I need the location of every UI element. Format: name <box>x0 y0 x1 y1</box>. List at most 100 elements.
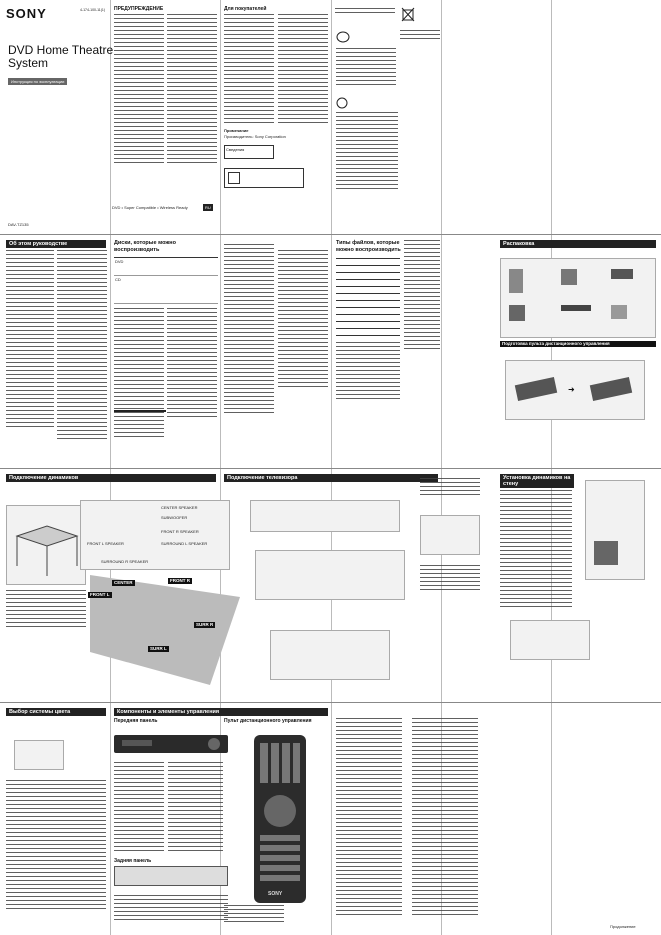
warning-heading: ПРЕДУПРЕЖДЕНИЕ <box>114 6 164 12</box>
remote-heading: Пульт дистанционного управления <box>224 718 312 724</box>
section-bar-about: Об этом руководстве <box>6 240 106 248</box>
remote-illustration <box>611 269 633 279</box>
text-block <box>336 342 400 402</box>
text-block <box>224 905 284 923</box>
jack-label: SURROUND L SPEAKER <box>161 541 208 546</box>
text-block <box>57 250 107 440</box>
disc-tray <box>122 740 152 746</box>
remote-illustration <box>514 377 558 401</box>
jack-label: FRONT L SPEAKER <box>87 541 124 546</box>
remote-brand-logo: SONY <box>268 891 283 897</box>
text-block <box>336 48 396 88</box>
speaker-stand-figure <box>6 505 86 585</box>
text-block <box>224 244 274 414</box>
discs-heading: Диски, которые можно воспроизводить <box>114 240 176 253</box>
volume-knob <box>208 738 220 750</box>
continue-indicator: Продолжение <box>610 924 636 929</box>
divider <box>0 468 661 469</box>
speaker-label-front-r: FRONT R <box>168 578 192 584</box>
warning-box: Сведения <box>224 145 274 159</box>
dpad-button[interactable] <box>264 795 296 827</box>
front-panel-heading: Передняя панель <box>114 718 158 724</box>
speaker-illustration <box>594 541 618 565</box>
text-block <box>167 308 217 418</box>
text-block <box>400 30 440 42</box>
text-block <box>6 780 106 910</box>
jack-label: FRONT R SPEAKER <box>161 529 199 534</box>
text-block <box>6 250 54 430</box>
remote-control-image: SONY <box>254 735 306 903</box>
text-block <box>167 14 217 164</box>
section-bar-install: Установка динамиков на стену <box>500 474 574 488</box>
divider <box>551 0 552 935</box>
jack-label: SUBWOOFER <box>161 515 188 520</box>
notice-title: Примечание <box>224 128 249 133</box>
text-block <box>168 762 223 852</box>
cover-title-line: DVD Home Theatre <box>8 43 114 57</box>
section-heading: Для покупателей <box>224 6 267 12</box>
remote-illustration <box>589 377 633 401</box>
accessories-figure <box>500 258 656 338</box>
divider <box>441 0 442 935</box>
divider <box>110 0 111 935</box>
table-grid <box>336 258 400 338</box>
certification-icon <box>336 30 350 43</box>
wheelie-bin-icon <box>400 6 416 22</box>
speaker-illustration <box>509 269 523 293</box>
remote-prep-bar: Подготовка пульта дистанционного управле… <box>500 341 656 347</box>
section-bar-tv: Подключение телевизора <box>224 474 438 482</box>
rear-panel-image <box>114 866 228 886</box>
notice-line: Производитель: Sony Corporation <box>224 134 286 139</box>
section-bar-components: Компоненты и элементы управления <box>114 708 328 716</box>
text-block <box>278 250 328 390</box>
text-block <box>114 895 228 920</box>
speaker-label-front-l: FRONT L <box>88 592 112 598</box>
language-tag: RU <box>203 204 213 211</box>
text-block <box>420 565 480 590</box>
text-block <box>278 14 328 124</box>
section-bar-color-system: Выбор системы цвета <box>6 708 106 716</box>
recycle-icon <box>228 172 240 184</box>
subwoofer-illustration <box>561 269 577 285</box>
certification-icon <box>336 96 348 109</box>
arrow-right-icon: ➜ <box>568 385 575 394</box>
jack-label: CENTER SPEAKER <box>161 505 198 510</box>
manual-illustration <box>611 305 627 319</box>
wall-mount-figure <box>585 480 645 580</box>
part-number: 4-174-100-11(1) <box>80 8 106 12</box>
speaker-illustration <box>509 305 525 321</box>
remote-figure: ➜ <box>505 360 645 420</box>
note-bar <box>114 410 166 412</box>
tv-figure <box>14 740 64 770</box>
section-bar-speakers: Подключение динамиков <box>6 474 216 482</box>
text-block <box>336 718 402 918</box>
button-grid <box>260 835 300 885</box>
text-block <box>412 718 478 918</box>
text-block <box>114 308 164 438</box>
speaker-label-surr-l: SURR L <box>148 646 169 652</box>
button-grid <box>260 743 300 783</box>
brand-logo: SONY <box>6 6 47 21</box>
rear-jacks-figure: CENTER SPEAKER SUBWOOFER FRONT L SPEAKER… <box>80 500 230 570</box>
connection-figure <box>420 515 480 555</box>
cover-footer: DVD • Super Compatible • Wireless Ready <box>112 205 188 210</box>
model-number: DAV-TZ135 <box>8 222 29 227</box>
text-block <box>114 14 164 164</box>
jack-label: SURROUND R SPEAKER <box>101 559 149 564</box>
tv-figure <box>250 500 400 532</box>
rear-panel-heading: Задняя панель <box>114 858 152 864</box>
text-block <box>114 762 164 852</box>
screw-figure <box>510 620 590 660</box>
notice-box <box>224 168 304 188</box>
text-block <box>420 478 480 498</box>
cable-illustration <box>561 305 591 311</box>
divider <box>331 0 332 935</box>
cover-title: DVD Home Theatre System <box>8 44 113 70</box>
filetypes-heading: Типы файлов, которые можно воспроизводит… <box>336 240 401 253</box>
text-block <box>404 240 440 350</box>
text-block <box>6 590 86 630</box>
discs-table: DVD CD <box>114 257 218 304</box>
section-bar-unpack: Распаковка <box>500 240 656 248</box>
text-block <box>335 8 395 16</box>
filetypes-table <box>336 258 400 338</box>
